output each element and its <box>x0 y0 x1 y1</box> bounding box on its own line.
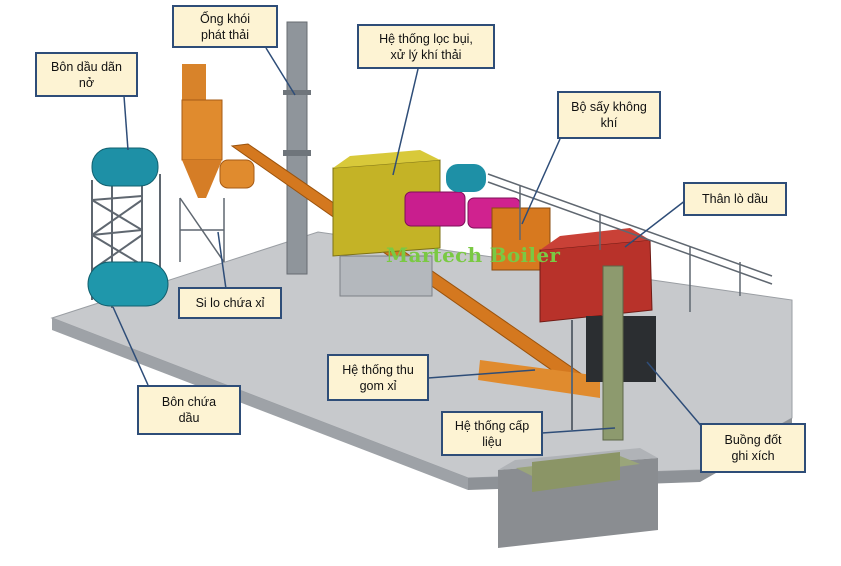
oil-tank-shape <box>87 261 169 307</box>
callout-chain-grate: Buồng đốt ghi xích <box>700 423 806 473</box>
callout-boiler-body: Thân lò dầu <box>683 182 787 216</box>
leader-lines <box>112 47 704 434</box>
silo-frame <box>179 197 225 263</box>
callout-chimney: Ống khói phát thải <box>172 5 278 48</box>
feed-elevator <box>602 265 624 441</box>
silo-cone <box>182 160 222 198</box>
callout-slag-silo: Si lo chứa xỉ <box>178 287 282 319</box>
silo-top <box>182 64 206 100</box>
callout-dust-filter: Hệ thống lọc bụi, xử lý khí thải <box>357 24 495 69</box>
silo-small <box>219 159 255 189</box>
expansion-tank-shape <box>91 147 159 187</box>
dust-filter-shape <box>332 159 441 257</box>
callout-fuel-feed: Hệ thống cấp liệu <box>441 411 543 456</box>
callout-slag-collection: Hệ thống thu gom xỉ <box>327 354 429 401</box>
walkway <box>487 173 773 312</box>
platform-front <box>52 318 468 490</box>
callout-expansion-tank: Bôn dầu dãn nở <box>35 52 138 97</box>
callout-oil-tank: Bôn chứa dầu <box>137 385 241 435</box>
callout-air-heater: Bộ sấy không khí <box>557 91 661 139</box>
chimney-shape <box>286 21 308 275</box>
silo-body <box>181 99 223 161</box>
brand-watermark: Martech Boiler <box>386 243 561 267</box>
